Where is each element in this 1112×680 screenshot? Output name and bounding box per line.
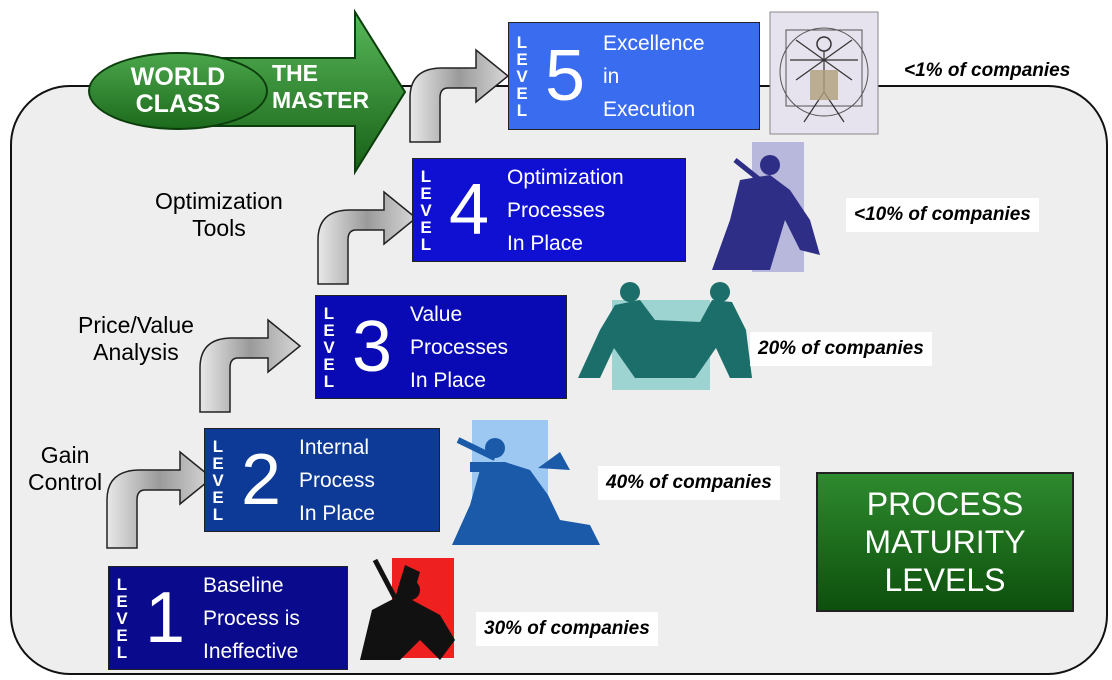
arrow-level4-to-5 bbox=[409, 48, 510, 143]
world-class-badge: WORLD CLASS bbox=[88, 52, 268, 130]
level-4-number: 4 bbox=[448, 170, 490, 250]
world-class-line2: CLASS bbox=[135, 90, 221, 118]
level-5-number: 5 bbox=[544, 36, 586, 116]
level-3-number: 3 bbox=[351, 307, 393, 387]
level-1-number: 1 bbox=[144, 578, 186, 658]
arrow-level1-to-2 bbox=[106, 450, 214, 549]
arrow-level3-to-4 bbox=[317, 190, 418, 285]
level-1-percent: 30% of companies bbox=[476, 612, 658, 646]
magician-illustration bbox=[712, 142, 820, 272]
the-master-line2: MASTER bbox=[272, 87, 370, 113]
arrow-level2-to-3 bbox=[199, 318, 302, 413]
level-5-percent: <1% of companies bbox=[904, 60, 1071, 81]
world-class-line1: WORLD bbox=[130, 63, 226, 91]
the-master-label: THE MASTER bbox=[272, 60, 369, 114]
pointing-man-illustration bbox=[452, 420, 600, 545]
the-master-line1: THE bbox=[272, 60, 318, 86]
level-2-number: 2 bbox=[240, 440, 282, 520]
firefighter-illustration bbox=[360, 558, 455, 660]
level-2-percent: 40% of companies bbox=[598, 466, 780, 500]
process-maturity-levels-title: PROCESS MATURITY LEVELS bbox=[816, 472, 1074, 612]
handshake-illustration bbox=[578, 282, 752, 390]
level-4-percent: <10% of companies bbox=[846, 198, 1039, 232]
vitruvian-man-illustration bbox=[769, 11, 879, 135]
level-3-percent: 20% of companies bbox=[750, 332, 932, 366]
